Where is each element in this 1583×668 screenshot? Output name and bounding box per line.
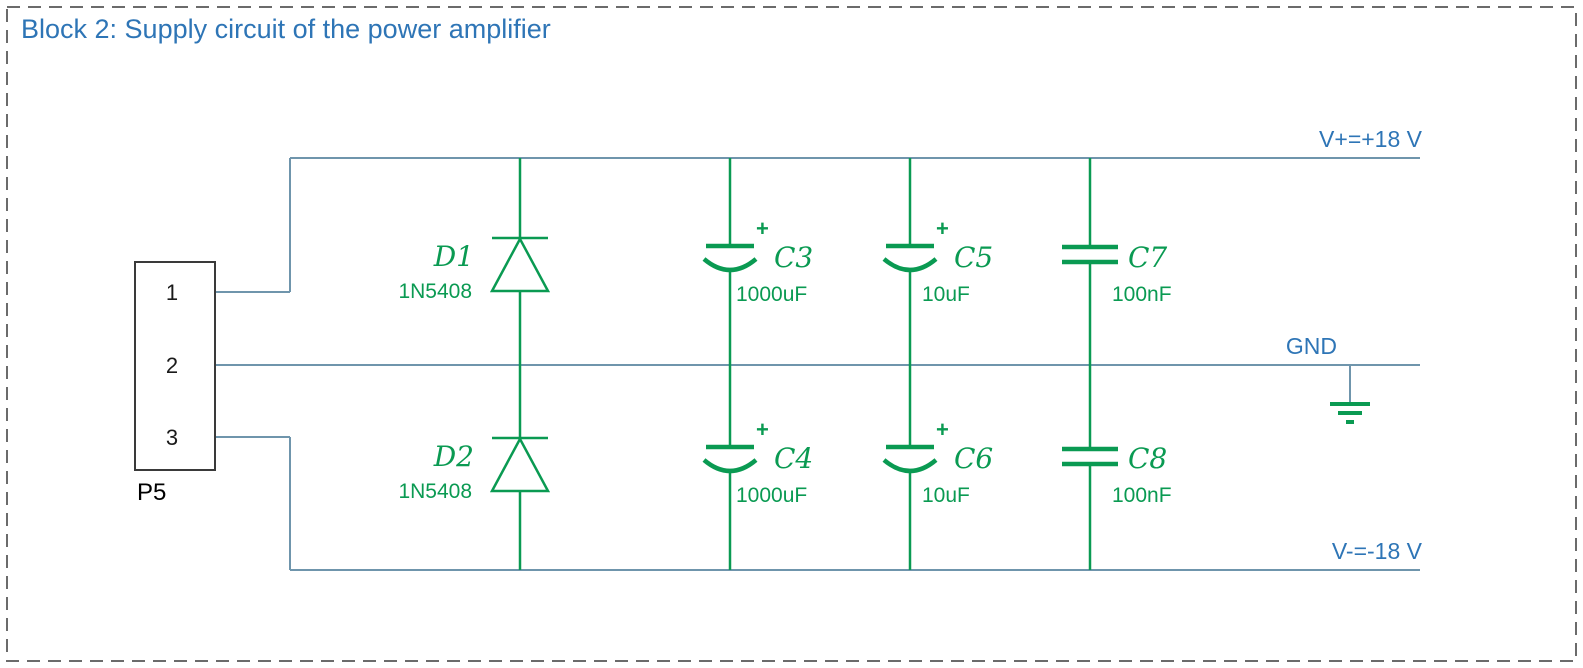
c3-value: 1000uF	[736, 283, 807, 306]
c5-value: 10uF	[922, 283, 970, 306]
d1-value: 1N5408	[398, 280, 472, 303]
connector-ref: P5	[137, 479, 166, 506]
c5-polarity: +	[936, 216, 949, 241]
sheet-border	[6, 6, 1577, 662]
diode-d2: D2 1N5408	[398, 365, 551, 570]
c6-polarity: +	[936, 417, 949, 442]
diode-d1: D1 1N5408	[398, 158, 551, 365]
d2-value: 1N5408	[398, 480, 472, 503]
c8-value: 100nF	[1112, 484, 1172, 507]
capacitor-c3: + C3 1000uF	[702, 158, 813, 365]
d1-ref: D1	[433, 240, 474, 273]
capacitor-c8: C8 100nF	[1062, 365, 1172, 570]
c5-ref: C5	[954, 241, 993, 274]
rail-vminus-label: V-=-18 V	[1332, 538, 1423, 564]
c7-ref: C7	[1128, 241, 1167, 274]
wires	[215, 157, 1420, 571]
c4-ref: C4	[774, 442, 813, 475]
rail-vplus-label: V+=+18 V	[1319, 126, 1423, 152]
capacitor-c5: + C5 10uF	[882, 158, 993, 365]
connector-pin-1-label: 1	[166, 280, 178, 305]
c4-value: 1000uF	[736, 484, 807, 507]
c4-polarity: +	[756, 417, 769, 442]
page-title: Block 2: Supply circuit of the power amp…	[21, 14, 551, 44]
c4-plate-bottom	[702, 458, 758, 474]
capacitor-c7: C7 100nF	[1062, 158, 1172, 365]
d2-triangle	[489, 436, 551, 493]
d2-ref: D2	[433, 440, 474, 473]
capacitor-c4: + C4 1000uF	[702, 365, 813, 570]
c6-value: 10uF	[922, 484, 970, 507]
d1-triangle	[489, 236, 551, 293]
connector-body	[134, 261, 216, 471]
capacitor-c6: + C6 10uF	[882, 365, 993, 570]
c6-plate-bottom	[882, 458, 938, 474]
ground-icon	[1330, 402, 1370, 424]
c8-ref: C8	[1128, 442, 1167, 475]
connector-pin-3-label: 3	[166, 425, 178, 450]
c5-plate-bottom	[882, 257, 938, 273]
c7-value: 100nF	[1112, 283, 1172, 306]
connector-p5: 1 2 3 P5	[134, 261, 216, 506]
c3-polarity: +	[756, 216, 769, 241]
c3-plate-bottom	[702, 257, 758, 273]
c6-ref: C6	[954, 442, 993, 475]
rail-gnd-label: GND	[1286, 333, 1337, 359]
connector-pin-2-label: 2	[166, 353, 178, 378]
c3-ref: C3	[774, 241, 813, 274]
